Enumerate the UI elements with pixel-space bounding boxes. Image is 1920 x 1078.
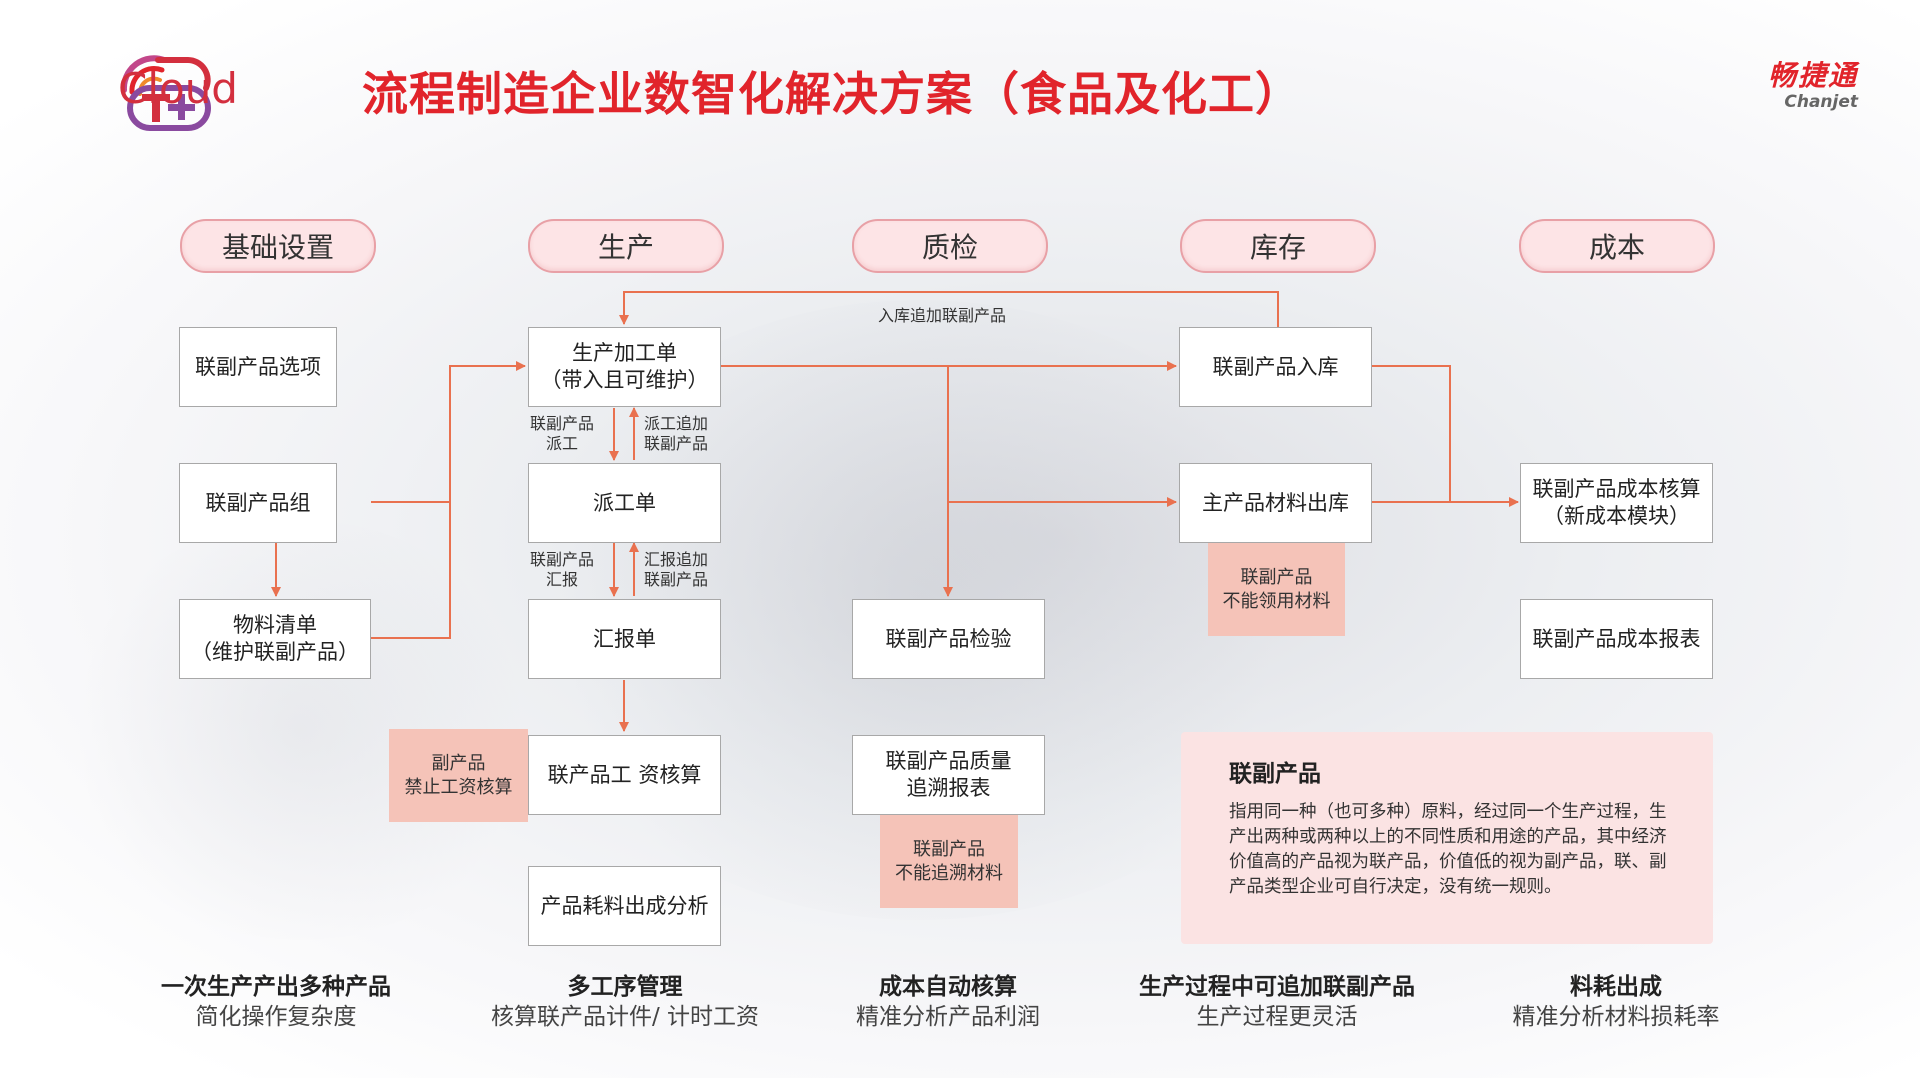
column-header-cost: 成本 [1519,219,1715,273]
feature-subtitle: 精准分析材料损耗率 [1512,1004,1720,1030]
box-coproduct-options: 联副产品选项 [179,327,337,407]
box-quality-trace-report: 联副产品质量 追溯报表 [852,735,1045,815]
box-label: 联副产品成本报表 [1532,626,1701,651]
feature-auto-costing: 成本自动核算 精准分析产品利润 [783,972,1113,1032]
box-label-line1: 联副产品成本核算 [1532,477,1701,501]
feature-subtitle: 简化操作复杂度 [195,1004,357,1030]
feature-title: 料耗出成 [1570,974,1662,1000]
brand-name-en: Chanjet [1784,92,1858,112]
box-dispatch-order: 派工单 [528,463,721,543]
definition-text: 指用同一种（也可多种）原料，经过同一个生产过程，生产出两种或两种以上的不同性质和… [1229,802,1667,897]
box-cost-report: 联副产品成本报表 [1520,599,1713,679]
box-bom: 物料清单 （维护联副产品） [179,599,371,679]
box-label: 联产品工 资核算 [547,762,702,787]
column-header-quality: 质检 [852,219,1048,273]
edge-label-dispatch-down: 联副产品 派工 [530,414,595,453]
tplus-cloud-logo [120,55,211,131]
box-main-material-outbound: 主产品材料出库 [1179,463,1372,543]
box-label: 联副产品组 [205,490,311,515]
box-label-line1: 联副产品质量 [885,749,1012,773]
feature-subtitle: 生产过程更灵活 [1196,1004,1358,1030]
box-label-line1: 物料清单 [233,613,317,637]
box-label-line2: （维护联副产品） [191,640,359,664]
edge-inbound-to-cost [1372,365,1451,502]
note-no-material-trace: 联副产品 不能追溯材料 [880,815,1018,908]
chanjet-brand: 畅捷通 Chanjet [1768,54,1858,112]
brand-name-cn: 畅捷通 [1767,59,1858,92]
box-label-line2: （新成本模块） [1543,504,1690,528]
box-label: 派工单 [593,490,656,515]
box-label: 联副产品检验 [885,626,1012,651]
box-coproduct-group: 联副产品组 [179,463,337,543]
box-consumption-analysis: 产品耗料出成分析 [528,866,721,946]
box-label: 主产品材料出库 [1202,490,1349,515]
note-no-material-requisition: 联副产品 不能领用材料 [1208,543,1345,636]
note-no-wage-accounting: 副产品 禁止工资核算 [389,729,528,822]
box-label: 产品耗料出成分析 [540,893,709,918]
feature-title: 一次生产产出多种产品 [161,974,391,1000]
feature-add-coproduct: 生产过程中可追加联副产品 生产过程更灵活 [1112,972,1442,1032]
box-label: 汇报单 [593,626,656,651]
coproduct-definition-panel: 联副产品 指用同一种（也可多种）原料，经过同一个生产过程，生产出两种或两种以上的… [1181,732,1713,944]
edge-bom-to-workorder [371,502,451,639]
feature-title: 生产过程中可追加联副产品 [1139,974,1415,1000]
column-header-inventory: 库存 [1180,219,1376,273]
column-header-production: 生产 [528,219,724,273]
box-coproduct-inspection: 联副产品检验 [852,599,1045,679]
definition-title: 联副产品 [1229,761,1321,787]
edge-label-dispatch-up: 派工追加 联副产品 [644,414,709,453]
edge-label-report-down: 联副产品 汇报 [530,550,595,589]
box-label-line1: 生产加工单 [572,341,677,365]
box-wage-accounting: 联产品工 资核算 [528,735,721,815]
edge-group-to-workorder [371,361,526,503]
feature-subtitle: 核算联产品计件/ 计时工资 [490,1004,760,1030]
feature-title: 成本自动核算 [879,974,1017,1000]
edge-inbound-to-workorder [619,291,1279,328]
page-title: 流程制造企业数智化解决方案（食品及化工） [362,67,1302,121]
column-header-basic-settings: 基础设置 [180,219,376,273]
feature-subtitle: 精准分析产品利润 [856,1004,1040,1030]
box-label-line2: （带入且可维护） [540,368,709,392]
feature-consumption-yield: 料耗出成 精准分析材料损耗率 [1451,972,1781,1032]
feature-title: 多工序管理 [567,974,683,1000]
feature-multi-output: 一次生产产出多种产品 简化操作复杂度 [111,972,441,1032]
logo-cloud-text: Cloud [118,64,238,113]
box-cost-accounting: 联副产品成本核算 （新成本模块） [1520,463,1713,543]
box-label: 联副产品入库 [1212,354,1339,379]
box-label: 联副产品选项 [195,354,321,379]
box-coproduct-inbound: 联副产品入库 [1179,327,1372,407]
box-work-order: 生产加工单 （带入且可维护） [528,327,721,407]
feature-multi-process: 多工序管理 核算联产品计件/ 计时工资 [460,972,790,1032]
edge-label-top: 入库追加联副产品 [878,306,1007,325]
box-label-line2: 追溯报表 [906,776,991,800]
edge-label-report-up: 汇报追加 联副产品 [644,550,709,589]
box-report-order: 汇报单 [528,599,721,679]
